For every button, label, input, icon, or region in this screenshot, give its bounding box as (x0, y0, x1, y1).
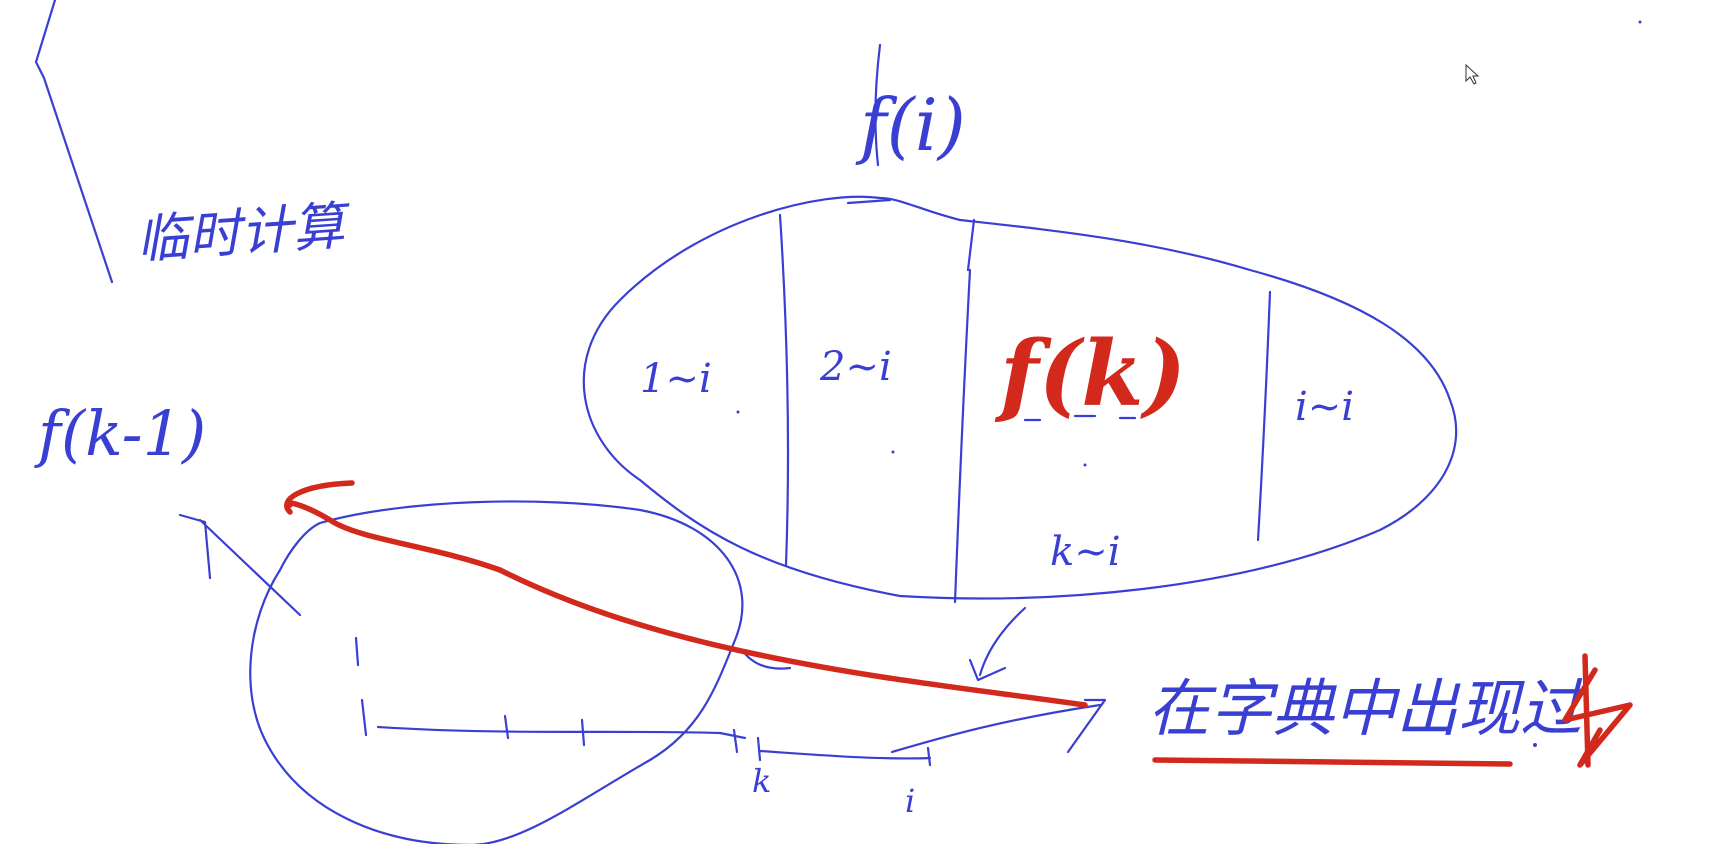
vertical-note: 临时计算 (135, 196, 354, 271)
number-line-arrow (1066, 698, 1107, 754)
tick-label-i: i (905, 782, 915, 820)
label-seg-i: i~i (1295, 384, 1354, 430)
bracket-stroke (34, 0, 114, 284)
subset-blob (249, 500, 744, 844)
down-arrow (968, 606, 1027, 682)
tick-marks (354, 636, 932, 767)
dot (891, 450, 895, 454)
red-curved-arrow[interactable] (284, 480, 1088, 708)
dot (1533, 743, 1537, 747)
f-k-underline (1023, 414, 1137, 422)
hand-drawn-star-icon (1562, 653, 1633, 768)
number-line (376, 703, 1102, 760)
dot (1638, 20, 1642, 24)
mouse-pointer-icon (1465, 63, 1480, 85)
f-i-stem (874, 43, 882, 167)
note-underline (1152, 757, 1513, 767)
dot (736, 410, 740, 414)
label-f-k[interactable]: f(k) (994, 321, 1186, 427)
set-ellipse (582, 195, 1458, 600)
ellipse-top-mark (846, 198, 892, 205)
divider-1 (778, 213, 790, 567)
dot (1083, 463, 1087, 467)
tick-label-k: k (752, 762, 771, 800)
divider-2 (953, 218, 976, 604)
label-f-i: f(i) (855, 83, 966, 167)
label-seg-1: 1~i (640, 356, 712, 402)
label-seg-k: k~i (1050, 529, 1121, 575)
up-left-arrow (178, 513, 302, 617)
label-seg-2: 2~i (819, 344, 892, 390)
divider-3 (1256, 290, 1272, 542)
label-f-k-minus-1: f(k-1) (34, 397, 206, 470)
dictionary-note[interactable]: 在字典中出现过 (1148, 672, 1589, 745)
